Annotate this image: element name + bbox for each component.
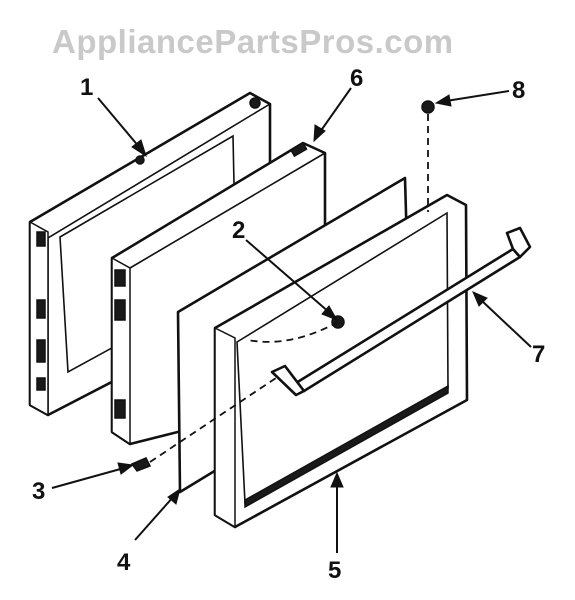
alignment-line-3: [149, 377, 277, 463]
part-8-screw: [421, 100, 435, 114]
leader-3: [51, 467, 125, 489]
arrow-4: [167, 487, 181, 505]
watermark-text: AppliancePartsPros.com: [52, 23, 454, 60]
leader-1: [97, 97, 141, 149]
leader-2: [245, 239, 331, 314]
leader-8: [445, 90, 510, 102]
callout-6: 6: [350, 65, 363, 92]
leader-4: [134, 495, 175, 541]
callout-5: 5: [328, 557, 341, 584]
part-3-screw: [130, 457, 152, 472]
arrow-5: [330, 471, 344, 488]
arrow-7: [472, 291, 488, 307]
callout-1: 1: [80, 74, 93, 101]
arrow-6: [313, 124, 326, 143]
callout-3: 3: [32, 478, 45, 505]
leader-6: [319, 87, 352, 133]
alignment-line-2: [247, 321, 339, 343]
arrow-2: [321, 305, 339, 321]
arrow-1: [131, 139, 147, 158]
callout-2: 2: [232, 217, 245, 244]
callout-4: 4: [117, 549, 131, 576]
callout-7: 7: [532, 341, 545, 368]
arrow-8: [434, 94, 452, 107]
leader-7: [480, 299, 532, 348]
callout-8: 8: [512, 77, 525, 104]
arrow-3: [117, 462, 135, 475]
part-7-door-handle: [270, 226, 532, 397]
